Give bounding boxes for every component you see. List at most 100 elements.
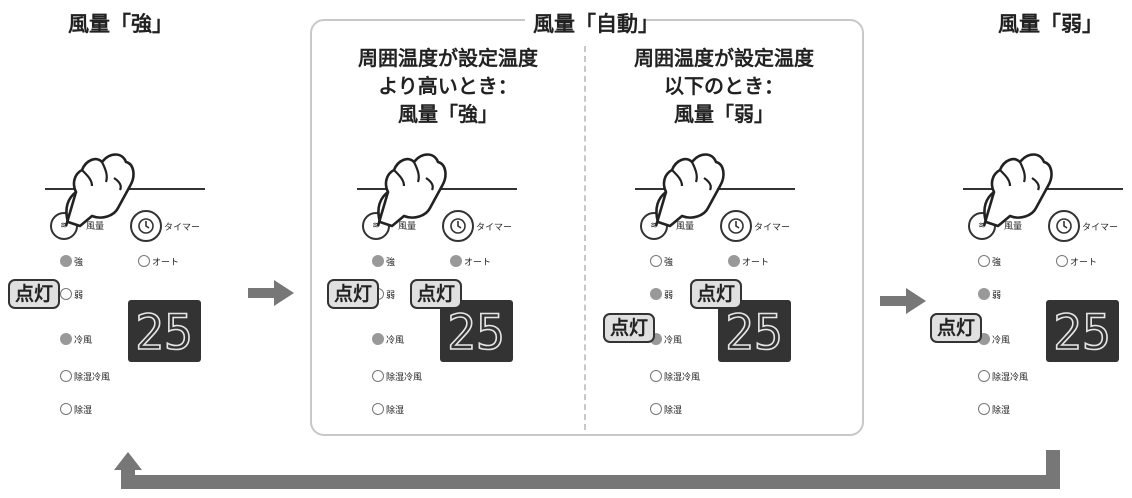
- display-value: 25: [447, 305, 505, 361]
- led-dehum-cool: [60, 370, 72, 382]
- badge-lit-auto-lower-fan: 点灯: [603, 313, 656, 343]
- led-strong: [650, 255, 662, 267]
- fan-button-label: 風量: [676, 222, 695, 232]
- led-cool: [60, 333, 72, 345]
- fan-button-label: 風量: [1004, 222, 1023, 232]
- clock-icon: [450, 218, 466, 234]
- led-weak-label: 弱: [386, 291, 396, 301]
- led-weak: [650, 288, 662, 300]
- temperature-display: 25: [718, 300, 791, 362]
- temperature-display: 25: [1046, 300, 1119, 362]
- fan-icon: ≋: [978, 221, 986, 231]
- pointing-hand-icon: [376, 153, 447, 228]
- condition-lower: 周囲温度が設定温度 以下のとき： 風量「弱」: [634, 46, 814, 126]
- led-cool-label: 冷風: [386, 336, 405, 346]
- return-arrow: [114, 450, 1060, 489]
- auto-divider: [584, 46, 586, 430]
- display-value: 25: [1053, 305, 1111, 361]
- timer-button-label: タイマー: [1082, 223, 1119, 233]
- auto-title-background: [525, 4, 645, 34]
- led-strong: [978, 255, 990, 267]
- panel-strong: ≋ 風量 タイマー強 オート弱冷風除湿冷風除湿 25: [40, 152, 225, 427]
- led-dehum-label: 除湿: [992, 406, 1011, 416]
- clock-icon: [728, 218, 744, 234]
- display-digits: 25: [1052, 304, 1111, 362]
- led-weak: [978, 288, 990, 300]
- timer-button[interactable]: [1048, 210, 1080, 242]
- badge-lit-auto-lower-auto: 点灯: [690, 279, 743, 309]
- led-strong: [60, 255, 72, 267]
- led-dehum: [60, 403, 72, 415]
- led-cool-label: 冷風: [664, 336, 683, 346]
- led-cool: [372, 333, 384, 345]
- led-auto: [450, 255, 462, 267]
- led-dehum-cool: [650, 370, 662, 382]
- display-digits: 25: [446, 304, 505, 362]
- led-auto-label: オート: [1070, 258, 1098, 268]
- led-dehum-cool-label: 除湿冷風: [664, 373, 701, 383]
- led-auto: [728, 255, 740, 267]
- badge-lit-strong: 点灯: [8, 279, 61, 309]
- timer-button-label: タイマー: [754, 223, 791, 233]
- led-strong-label: 強: [992, 258, 1002, 268]
- led-auto-label: オート: [152, 258, 180, 268]
- title-auto: 風量「自動」: [533, 12, 659, 36]
- clock-icon: [138, 218, 154, 234]
- led-weak-label: 弱: [664, 291, 674, 301]
- display-value: 25: [725, 305, 783, 361]
- led-auto-label: オート: [464, 258, 492, 268]
- led-dehum-label: 除湿: [664, 406, 683, 416]
- led-dehum: [650, 403, 662, 415]
- timer-button-label: タイマー: [476, 223, 513, 233]
- led-dehum-label: 除湿: [74, 406, 93, 416]
- clock-icon: [1056, 218, 1072, 234]
- led-cool-label: 冷風: [74, 336, 93, 346]
- fan-icon: ≋: [60, 221, 68, 231]
- arrow-right-1: [248, 280, 294, 306]
- led-weak: [60, 288, 72, 300]
- led-strong-label: 強: [74, 258, 84, 268]
- pointing-hand-icon: [982, 153, 1053, 228]
- led-weak-label: 弱: [74, 291, 84, 301]
- display-value: 25: [135, 305, 193, 361]
- led-dehum: [372, 403, 384, 415]
- led-dehum-cool: [978, 370, 990, 382]
- led-dehum-cool-label: 除湿冷風: [386, 373, 423, 383]
- temperature-display: 25: [440, 300, 513, 362]
- led-auto-label: オート: [742, 258, 770, 268]
- fan-button[interactable]: ≋: [50, 212, 78, 240]
- fan-button-label: 風量: [86, 222, 105, 232]
- led-auto: [1056, 255, 1068, 267]
- fan-icon: ≋: [650, 221, 658, 231]
- display-digits: 25: [724, 304, 783, 362]
- led-cool-label: 冷風: [992, 336, 1011, 346]
- temperature-display: 25: [128, 300, 201, 362]
- timer-button[interactable]: [130, 210, 162, 242]
- led-dehum-cool: [372, 370, 384, 382]
- condition-higher: 周囲温度が設定温度 より高いとき： 風量「強」: [358, 46, 538, 126]
- badge-lit-weak: 点灯: [930, 313, 983, 343]
- led-strong: [372, 255, 384, 267]
- pointing-hand-icon: [64, 153, 135, 228]
- led-dehum: [978, 403, 990, 415]
- fan-button-label: 風量: [398, 222, 417, 232]
- badge-lit-auto-higher-fan: 点灯: [327, 279, 380, 309]
- led-strong-label: 強: [664, 258, 674, 268]
- led-weak-label: 弱: [992, 291, 1002, 301]
- timer-button[interactable]: [442, 210, 474, 242]
- title-strong: 風量「強」: [68, 12, 173, 36]
- led-dehum-cool-label: 除湿冷風: [992, 373, 1029, 383]
- led-dehum-cool-label: 除湿冷風: [74, 373, 111, 383]
- led-auto: [138, 255, 150, 267]
- title-weak: 風量「弱」: [998, 12, 1103, 36]
- badge-lit-auto-higher-auto: 点灯: [410, 279, 463, 309]
- arrow-right-2: [880, 288, 926, 314]
- panel-weak: ≋ 風量 タイマー強 オート弱冷風除湿冷風除湿 25: [958, 152, 1132, 427]
- fan-icon: ≋: [372, 221, 380, 231]
- timer-button-label: タイマー: [164, 223, 201, 233]
- display-digits: 25: [134, 304, 193, 362]
- timer-button[interactable]: [720, 210, 752, 242]
- led-dehum-label: 除湿: [386, 406, 405, 416]
- pointing-hand-icon: [654, 153, 725, 228]
